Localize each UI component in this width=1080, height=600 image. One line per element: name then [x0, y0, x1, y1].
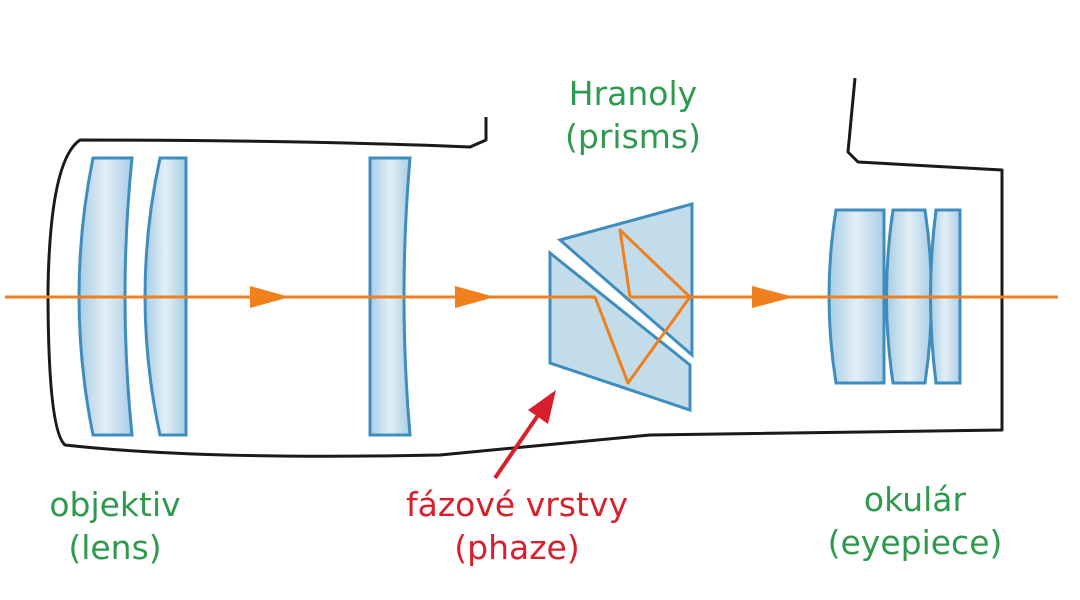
prisms-label-line1: Hranoly — [568, 74, 698, 113]
phase-layers-label-line2: (phaze) — [454, 528, 580, 567]
lens-label-line2: (lens) — [68, 528, 162, 567]
arrow-right-icon — [250, 286, 290, 308]
light-ray — [5, 286, 1058, 308]
eyepiece-label-line1: okulár — [863, 480, 967, 519]
eyepiece-label-line2: (eyepiece) — [827, 523, 1003, 562]
arrow-right-icon — [455, 286, 495, 308]
prisms-label: Hranoly (prisms) — [548, 72, 718, 158]
red-arrow-icon — [493, 390, 556, 480]
prisms-label-line2: (prisms) — [565, 117, 701, 156]
lens-label: objektiv (lens) — [30, 483, 200, 569]
prism-assembly — [548, 202, 694, 413]
phase-layers-label: fázové vrstvy (phaze) — [392, 483, 642, 569]
lens-label-line1: objektiv — [49, 485, 181, 524]
phase-layers-label-line1: fázové vrstvy — [406, 485, 628, 524]
eyepiece-label: okulár (eyepiece) — [815, 478, 1015, 564]
arrow-right-icon — [752, 286, 794, 308]
housing-outline — [46, 77, 1004, 458]
prism-lower — [548, 249, 692, 413]
